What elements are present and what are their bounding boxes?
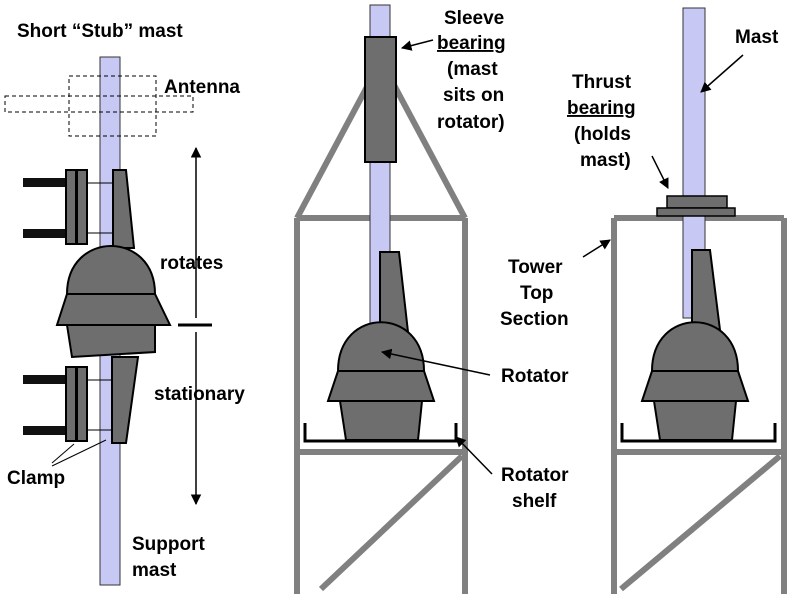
- antenna-outline: [4, 75, 194, 137]
- panel-stub-mast: Short “Stub” mast Antenna rotates statio…: [4, 21, 245, 586]
- rotator-arrow: [380, 348, 491, 376]
- mast-label: Mast: [735, 27, 779, 48]
- rotator-label: Rotator: [501, 366, 569, 387]
- thrust-bearing-arrow: [651, 155, 669, 189]
- thrust-rotator-body: [640, 249, 750, 441]
- clamp-leader-2: [51, 439, 107, 467]
- shelf-arrow: [455, 436, 493, 475]
- stationary-label: stationary: [154, 384, 245, 405]
- sleeve-label-2: bearing: [437, 33, 506, 54]
- panel-thrust-bearing: Mast Thrust bearing (holds mast) Tower T…: [500, 7, 787, 594]
- support-mast-label-2: mast: [132, 560, 177, 581]
- thrust-label-2: bearing: [567, 98, 636, 119]
- mast-arrow: [700, 54, 744, 93]
- upper-clamp: [23, 169, 112, 245]
- tower-frame-sleeve: [294, 83, 468, 594]
- sleeve-label-5: rotator): [437, 112, 505, 133]
- lower-clamp: [23, 366, 112, 442]
- tower-top-arrow: [582, 239, 611, 258]
- stub-rotator-body: [55, 169, 172, 444]
- thrust-label-1: Thrust: [572, 72, 632, 93]
- shelf-label-1: Rotator: [501, 465, 569, 486]
- sleeve-rotator-body: [326, 251, 436, 441]
- tower-label-2: Top: [520, 283, 553, 304]
- tower-label-3: Section: [500, 309, 569, 330]
- thrust-label-3: (holds: [574, 124, 631, 145]
- support-mast-label-1: Support: [132, 534, 205, 555]
- antenna-label: Antenna: [164, 77, 240, 98]
- stub-mast-title: Short “Stub” mast: [17, 21, 183, 42]
- sleeve-label-1: Sleeve: [444, 8, 504, 29]
- shelf-label-2: shelf: [512, 491, 557, 512]
- panel-sleeve-bearing: Sleeve bearing (mast sits on rotator) Ro…: [294, 4, 569, 594]
- sleeve-label-4: sits on: [443, 85, 504, 106]
- tower-label-1: Tower: [508, 257, 563, 278]
- clamp-label: Clamp: [7, 468, 65, 489]
- sleeve-label-3: (mast: [447, 59, 498, 80]
- sleeve-bearing-arrow: [400, 39, 434, 51]
- sleeve-bearing: [364, 36, 397, 163]
- thrust-bearing: [656, 195, 736, 217]
- thrust-label-4: mast): [580, 150, 631, 171]
- clamp-leader-1: [51, 443, 75, 464]
- tower-frame-thrust: [611, 215, 787, 594]
- rotates-label: rotates: [160, 253, 223, 274]
